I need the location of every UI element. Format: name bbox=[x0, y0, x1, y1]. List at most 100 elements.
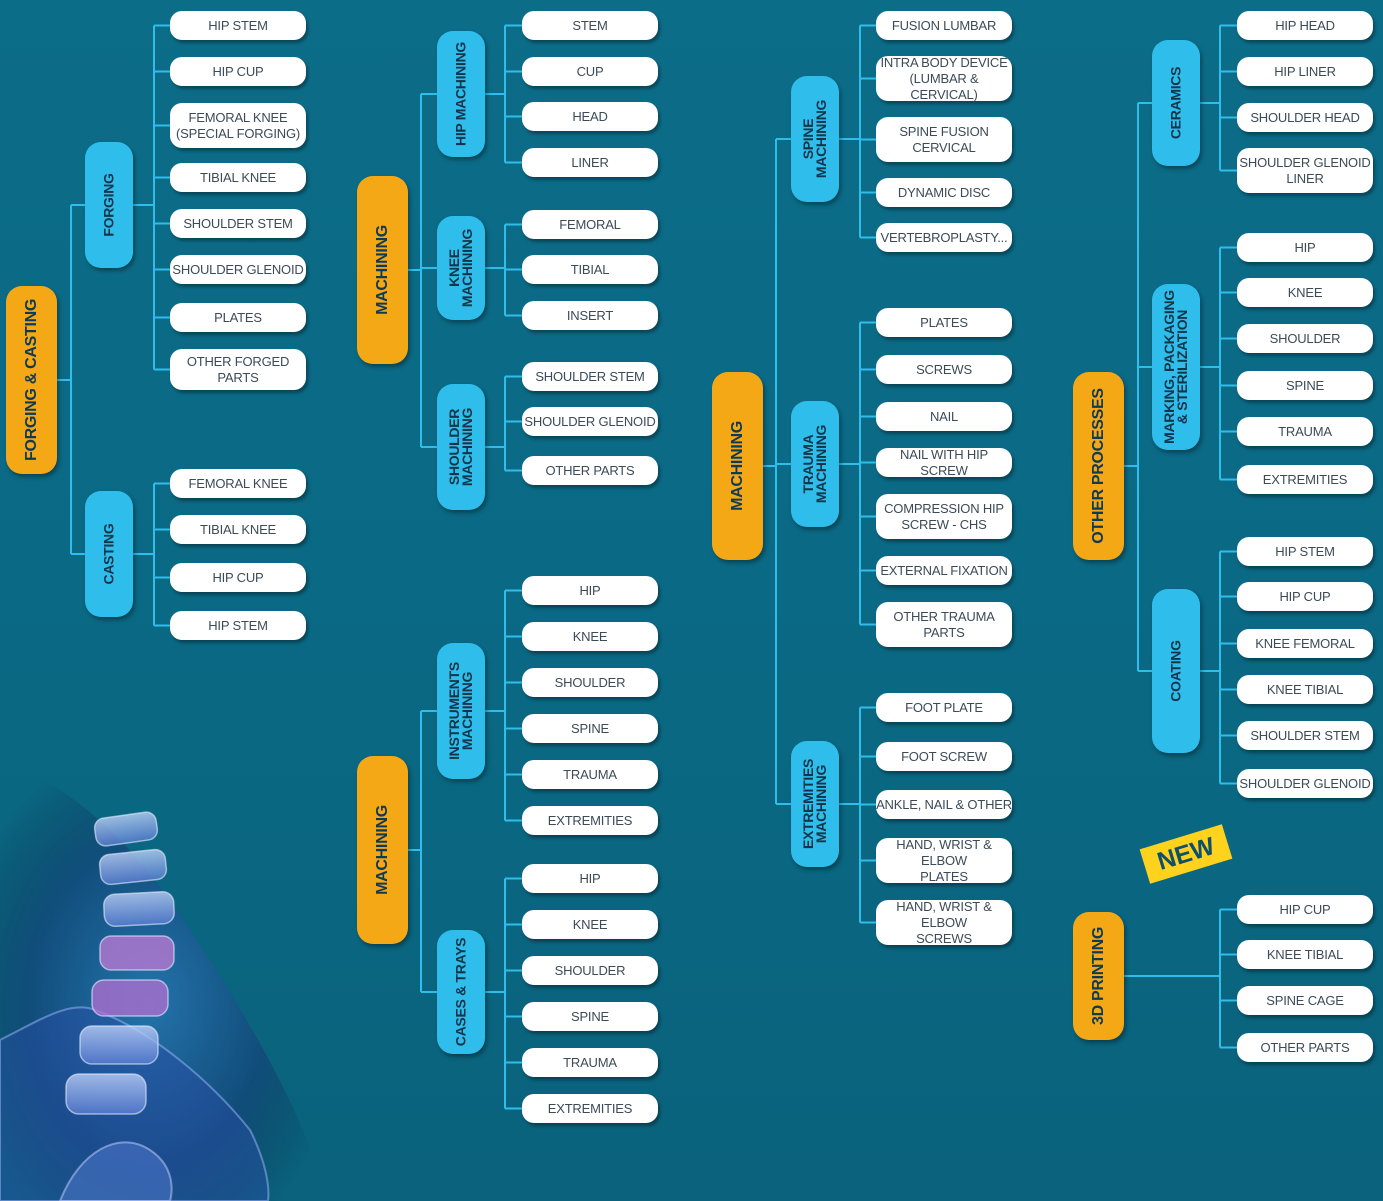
leaf-node: SHOULDER STEM bbox=[522, 362, 658, 391]
subcategory-box: HIP MACHINING bbox=[437, 31, 485, 157]
leaf-node: TIBIAL bbox=[522, 255, 658, 284]
leaf-node: LINER bbox=[522, 148, 658, 177]
leaf-node: HIP CUP bbox=[170, 563, 306, 592]
leaf-node: SPINE bbox=[522, 1002, 658, 1031]
subcategory-box: INSTRUMENTS MACHINING bbox=[437, 643, 485, 779]
leaf-node: SHOULDER STEM bbox=[1237, 721, 1373, 750]
subcategory-box-label: FORGING bbox=[100, 173, 117, 237]
subcategory-box-label: SHOULDER MACHINING bbox=[446, 407, 475, 487]
leaf-node: HIP CUP bbox=[1237, 582, 1373, 611]
subcategory-box: KNEE MACHINING bbox=[437, 216, 485, 320]
leaf-node: NAIL bbox=[876, 402, 1012, 431]
leaf-node: HIP STEM bbox=[170, 11, 306, 40]
leaf-node: HIP bbox=[522, 576, 658, 605]
category-box: MACHINING bbox=[357, 176, 408, 364]
leaf-node: SHOULDER HEAD bbox=[1237, 103, 1373, 132]
leaf-node: SHOULDER GLENOID bbox=[1237, 769, 1373, 798]
category-box-label: FORGING & CASTING bbox=[22, 298, 40, 462]
subcategory-box: TRAUMA MACHINING bbox=[791, 401, 839, 527]
subcategory-box: CERAMICS bbox=[1152, 40, 1200, 166]
leaf-node: ANKLE, NAIL & OTHER bbox=[876, 790, 1012, 819]
leaf-node: HEAD bbox=[522, 102, 658, 131]
leaf-node: STEM bbox=[522, 11, 658, 40]
leaf-node: EXTERNAL FIXATION bbox=[876, 556, 1012, 585]
leaf-node: KNEE bbox=[1237, 278, 1373, 307]
category-box-label: OTHER PROCESSES bbox=[1089, 388, 1107, 544]
leaf-node: KNEE bbox=[522, 910, 658, 939]
leaf-node: KNEE TIBIAL bbox=[1237, 675, 1373, 704]
subcategory-box: SPINE MACHINING bbox=[791, 76, 839, 202]
leaf-node: HIP STEM bbox=[1237, 537, 1373, 566]
subcategory-box: SHOULDER MACHINING bbox=[437, 384, 485, 510]
leaf-node: KNEE FEMORAL bbox=[1237, 629, 1373, 658]
subcategory-box-label: SPINE MACHINING bbox=[800, 99, 829, 179]
leaf-node: SPINE CAGE bbox=[1237, 986, 1373, 1015]
subcategory-box-label: CASES & TRAYS bbox=[452, 937, 469, 1047]
category-box: FORGING & CASTING bbox=[6, 286, 57, 474]
leaf-node: HIP CUP bbox=[170, 57, 306, 86]
category-box: MACHINING bbox=[357, 756, 408, 944]
leaf-node: SHOULDER bbox=[522, 956, 658, 985]
subcategory-box-label: EXTREMITIES MACHINING bbox=[800, 758, 829, 850]
subcategory-box-label: CASTING bbox=[100, 523, 117, 585]
leaf-node: SPINE FUSION CERVICAL bbox=[876, 117, 1012, 162]
subcategory-box-label: TRAUMA MACHINING bbox=[800, 424, 829, 504]
subcategory-box-label: CERAMICS bbox=[1167, 66, 1184, 140]
leaf-node: SHOULDER GLENOID bbox=[170, 255, 306, 284]
category-box: MACHINING bbox=[712, 372, 763, 560]
leaf-node: NAIL WITH HIP SCREW bbox=[876, 447, 1012, 478]
leaf-node: KNEE bbox=[522, 622, 658, 651]
subcategory-box: EXTREMITIES MACHINING bbox=[791, 741, 839, 867]
category-box: 3D PRINTING bbox=[1073, 912, 1124, 1040]
leaf-node: OTHER PARTS bbox=[522, 456, 658, 485]
leaf-node: DYNAMIC DISC bbox=[876, 178, 1012, 207]
subcategory-box: CASES & TRAYS bbox=[437, 930, 485, 1054]
leaf-node: CUP bbox=[522, 57, 658, 86]
leaf-node: PLATES bbox=[876, 308, 1012, 337]
leaf-node: EXTREMITIES bbox=[1237, 465, 1373, 494]
leaf-node: SPINE bbox=[1237, 371, 1373, 400]
leaf-node: KNEE TIBIAL bbox=[1237, 940, 1373, 969]
leaf-node: TRAUMA bbox=[1237, 417, 1373, 446]
leaf-node: FOOT PLATE bbox=[876, 693, 1012, 722]
leaf-node: SHOULDER GLENOID LINER bbox=[1237, 148, 1373, 193]
leaf-node: SCREWS bbox=[876, 355, 1012, 384]
leaf-node: VERTEBROPLASTY... bbox=[876, 223, 1012, 252]
leaf-node: SHOULDER bbox=[522, 668, 658, 697]
category-box-label: MACHINING bbox=[373, 225, 391, 315]
leaf-node: TRAUMA bbox=[522, 1048, 658, 1077]
leaf-node: HIP bbox=[522, 864, 658, 893]
leaf-node: HIP LINER bbox=[1237, 57, 1373, 86]
category-box-label: MACHINING bbox=[728, 421, 746, 511]
subcategory-box-label: COATING bbox=[1167, 640, 1184, 702]
leaf-node: FEMORAL KNEE (SPECIAL FORGING) bbox=[170, 103, 306, 148]
leaf-node: TRAUMA bbox=[522, 760, 658, 789]
subcategory-box-label: KNEE MACHINING bbox=[446, 228, 475, 308]
leaf-node: HIP CUP bbox=[1237, 895, 1373, 924]
leaf-node: PLATES bbox=[170, 303, 306, 332]
leaf-node: SHOULDER GLENOID bbox=[522, 407, 658, 436]
subcategory-box: CASTING bbox=[85, 491, 133, 617]
subcategory-box: FORGING bbox=[85, 142, 133, 268]
category-box: OTHER PROCESSES bbox=[1073, 372, 1124, 560]
subcategory-box-label: HIP MACHINING bbox=[452, 42, 469, 146]
leaf-node: OTHER FORGED PARTS bbox=[170, 349, 306, 390]
subcategory-box: COATING bbox=[1152, 589, 1200, 753]
category-box-label: MACHINING bbox=[373, 805, 391, 895]
leaf-node: COMPRESSION HIP SCREW - CHS bbox=[876, 494, 1012, 539]
leaf-node: HIP STEM bbox=[170, 611, 306, 640]
leaf-node: SHOULDER STEM bbox=[170, 209, 306, 238]
leaf-node: HAND, WRIST & ELBOW PLATES bbox=[876, 837, 1012, 884]
leaf-node: HIP HEAD bbox=[1237, 11, 1373, 40]
leaf-node: HAND, WRIST & ELBOW SCREWS bbox=[876, 899, 1012, 946]
leaf-node: INTRA BODY DEVICE (LUMBAR & CERVICAL) bbox=[876, 55, 1012, 102]
leaf-node: TIBIAL KNEE bbox=[170, 515, 306, 544]
leaf-node: FEMORAL KNEE bbox=[170, 469, 306, 498]
leaf-node: FEMORAL bbox=[522, 210, 658, 239]
leaf-node: OTHER TRAUMA PARTS bbox=[876, 602, 1012, 647]
leaf-node: EXTREMITIES bbox=[522, 806, 658, 835]
category-box-label: 3D PRINTING bbox=[1089, 926, 1107, 1026]
leaf-node: SHOULDER bbox=[1237, 324, 1373, 353]
